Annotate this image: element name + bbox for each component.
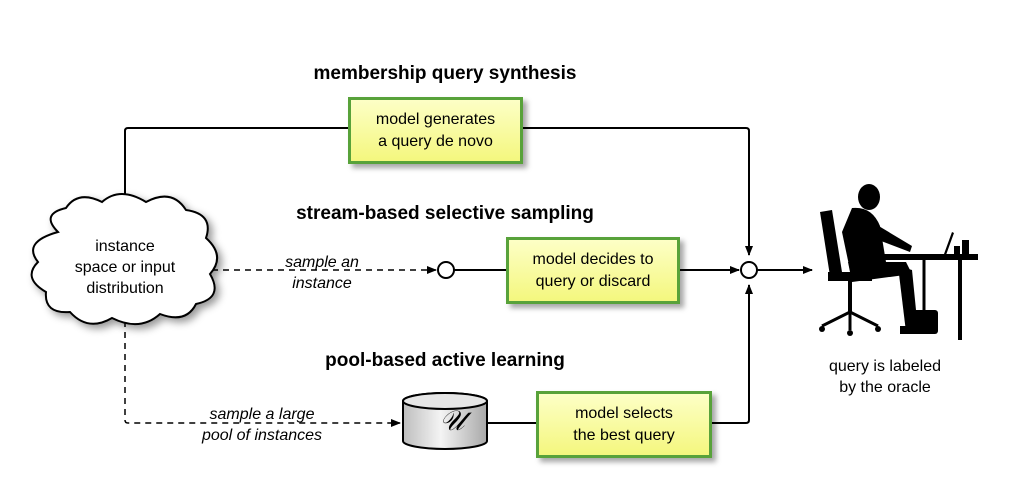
stream-box-line2: query or discard <box>535 272 651 290</box>
merge-node <box>740 261 758 279</box>
stream-edge-line1: sample an <box>285 254 359 271</box>
pool-sample-arrow <box>124 310 401 427</box>
oracle-caption-line1: query is labeled <box>828 358 942 375</box>
stream-title: stream-based selective sampling <box>296 203 594 224</box>
pool-selection-arrow <box>712 284 753 424</box>
cloud-line1: instance <box>95 238 155 255</box>
pool-title: pool-based active learning <box>325 350 565 371</box>
oracle-caption-line2: by the oracle <box>839 379 931 396</box>
stream-edge-line2: instance <box>292 275 352 292</box>
membership-box-line2: a query de novo <box>378 132 493 150</box>
pool-symbol: 𝒰 <box>439 404 465 437</box>
stream-box-line1: model decides to <box>532 250 654 268</box>
stream-model-box: model decides to query or discard <box>506 237 680 304</box>
cloud-line3: distribution <box>86 280 164 297</box>
cloud-line2: space or input <box>74 259 176 276</box>
membership-model-box: model generates a query de novo <box>348 97 523 164</box>
pool-box-line1: model selects <box>575 404 673 422</box>
pool-edge-label: sample a large pool of instances <box>202 404 322 446</box>
instance-cloud <box>30 193 218 325</box>
pool-edge-line2: pool of instances <box>201 427 323 444</box>
stream-junction-node <box>437 261 455 279</box>
oracle-caption: query is labeled by the oracle <box>800 356 970 398</box>
pool-model-box: model selects the best query <box>536 391 712 458</box>
membership-box-line1: model generates <box>375 110 496 128</box>
pool-cylinder <box>402 392 488 450</box>
pool-edge-line1: sample a large <box>209 406 315 423</box>
stream-edge-label: sample an instance <box>285 252 359 294</box>
oracle-person-icon <box>819 184 978 340</box>
pool-box-line2: the best query <box>573 426 675 444</box>
membership-title: membership query synthesis <box>313 63 577 84</box>
cloud-label: instance space or input distribution <box>30 236 220 299</box>
